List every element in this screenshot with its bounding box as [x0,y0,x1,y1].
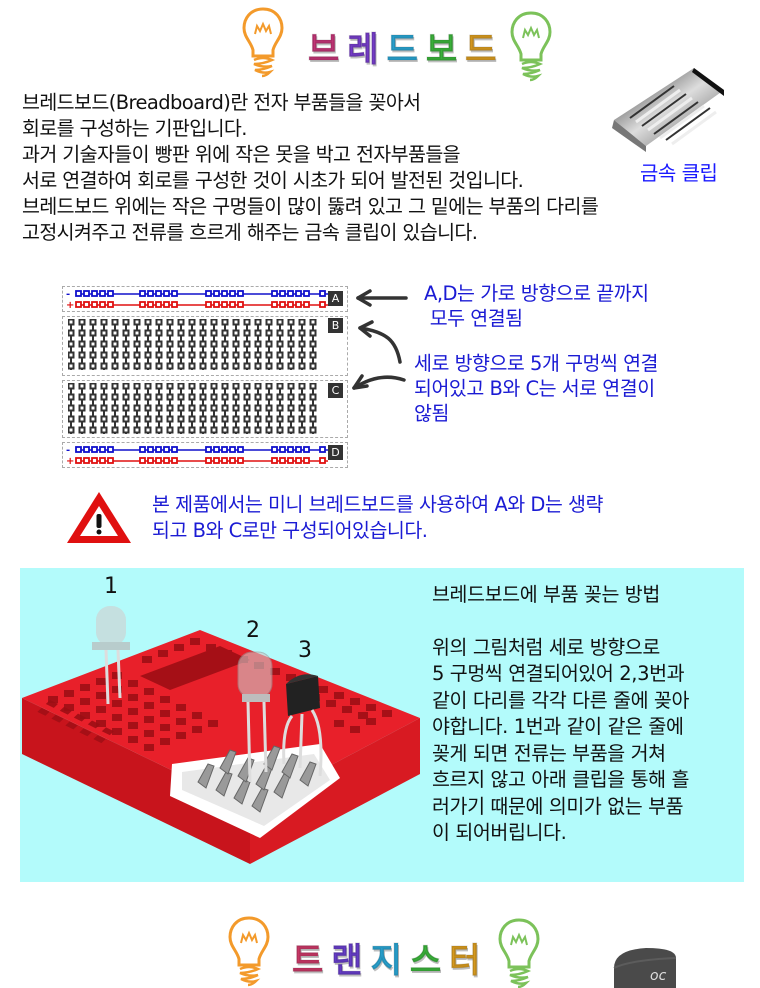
page-title: 브 레 드 보 드 [307,22,499,71]
svg-text:-: - [66,289,70,300]
intro-line: 서로 연결하여 회로를 구성한 것이 시초가 되어 발전된 것입니다. [22,169,524,192]
intro-line: 회로를 구성하는 기판입니다. [22,117,247,140]
mini-breadboard-with-components-image [22,606,420,864]
panel-line: 이 되어버립니다. [432,821,567,844]
panel-line: 야합니다. 1번과 같이 같은 줄에 [432,715,684,738]
component-label-3: 3 [298,638,312,663]
annotation-line: 세로 방향으로 5개 구멍씩 연결 [414,352,658,375]
section-c-box [62,380,348,438]
panel-line: 5 구멍씩 연결되어있어 2,3번과 [432,662,685,685]
title-char: 레 [347,30,381,71]
lightbulb-orange-icon [228,916,270,987]
section-d-box [62,442,348,468]
svg-text:oc: oc [650,968,667,984]
title-char: 드 [465,30,499,71]
warning-line: 되고 B와 C로만 구성되어있습니다. [152,519,428,542]
power-rail-a: - + [66,289,328,310]
lightbulb-green-icon [510,11,552,82]
annotation-strips: 세로 방향으로 5개 구멍씩 연결 되어있고 B와 C는 서로 연결이 않됨 [414,351,658,426]
panel-line: 흐르지 않고 아래 클립을 통해 흘 [432,768,690,791]
annotation-line: 않됨 [414,402,449,425]
svg-text:+: + [66,456,74,466]
section-title: 트 랜 지 스 터 [291,933,483,982]
title-char: 스 [409,941,444,982]
terminal-strip-b [68,319,317,371]
terminal-strip-c [68,383,317,435]
warning-message: 본 제품에서는 미니 브레드보드를 사용하여 A와 D는 생략 되고 B와 C로… [152,492,603,544]
panel-line: 위의 그림처럼 세로 방향으로 [432,635,660,659]
breadboard-diagram: - + A [62,286,348,468]
svg-text:+: + [66,300,74,310]
section-label-a: A [328,291,343,306]
warning-line: 본 제품에서는 미니 브레드보드를 사용하여 A와 D는 생략 [152,493,603,516]
panel-line: 꽂게 되면 전류는 부품을 거쳐 [432,741,666,765]
section-title-transistor: 트 랜 지 스 터 [0,905,760,988]
metal-clip-label: 금속 클립 [640,161,718,185]
section-label-c: C [328,383,343,398]
arrow-to-b-icon [358,326,402,364]
intro-line: 브레드보드(Breadboard)란 전자 부품들을 꽂아서 [22,91,421,114]
lightbulb-orange-icon [242,7,284,78]
component-label-1: 1 [104,574,118,599]
annotation-line: A,D는 가로 방향으로 끝까지 [424,282,649,305]
annotation-rails: A,D는 가로 방향으로 끝까지 모두 연결됨 [424,281,649,331]
panel-line: 같이 다리를 각각 다른 줄에 꽂아 [432,688,690,712]
intro-line: 고정시켜주고 전류를 흐르게 해주는 금속 클립이 있습니다. [22,221,478,244]
title-char: 트 [291,941,326,982]
title-char: 터 [449,941,483,982]
section-label-d: D [328,445,343,460]
section-label-b: B [328,318,343,333]
annotation-line: 모두 연결됨 [424,307,523,330]
lightbulb-green-icon [498,918,540,988]
annotation-arrows [352,289,408,390]
svg-text:-: - [66,445,70,456]
panel-heading: 브레드보드에 부품 꽂는 방법 [432,583,660,606]
title-char: 드 [386,30,420,71]
power-rail-d: - + [66,445,328,466]
intro-line: 브레드보드 위에는 작은 구멍들이 많이 뚫려 있고 그 밑에는 부품의 다리를 [22,195,599,218]
title-char: 지 [370,941,404,982]
transistor-image: oc [613,948,677,988]
section-b-box [62,316,348,376]
annotation-line: 되어있고 B와 C는 서로 연결이 [414,377,655,400]
component-label-2: 2 [246,618,260,643]
insertion-guide-text: 브레드보드에 부품 꽂는 방법 위의 그림처럼 세로 방향으로 5 구멍씩 연결… [432,582,742,847]
panel-line: 러가기 때문에 의미가 없는 부품 [432,794,684,818]
title-char: 보 [425,30,460,71]
insertion-guide-panel: 1 2 3 브레드보드에 부품 꽂는 방법 위의 그림처럼 세로 방향으로 5 … [20,568,744,882]
intro-line: 과거 기술자들이 빵판 위에 작은 못을 박고 전자부품들을 [22,143,461,166]
metal-clip-image [612,68,724,152]
intro-paragraph: 브레드보드(Breadboard)란 전자 부품들을 꽂아서 회로를 구성하는 … [22,90,742,246]
title-char: 랜 [331,941,365,982]
section-title-breadboard: 브 레 드 보 드 [0,0,760,85]
section-a-box [62,286,348,312]
warning-triangle-icon [67,492,131,543]
title-char: 브 [307,30,342,71]
